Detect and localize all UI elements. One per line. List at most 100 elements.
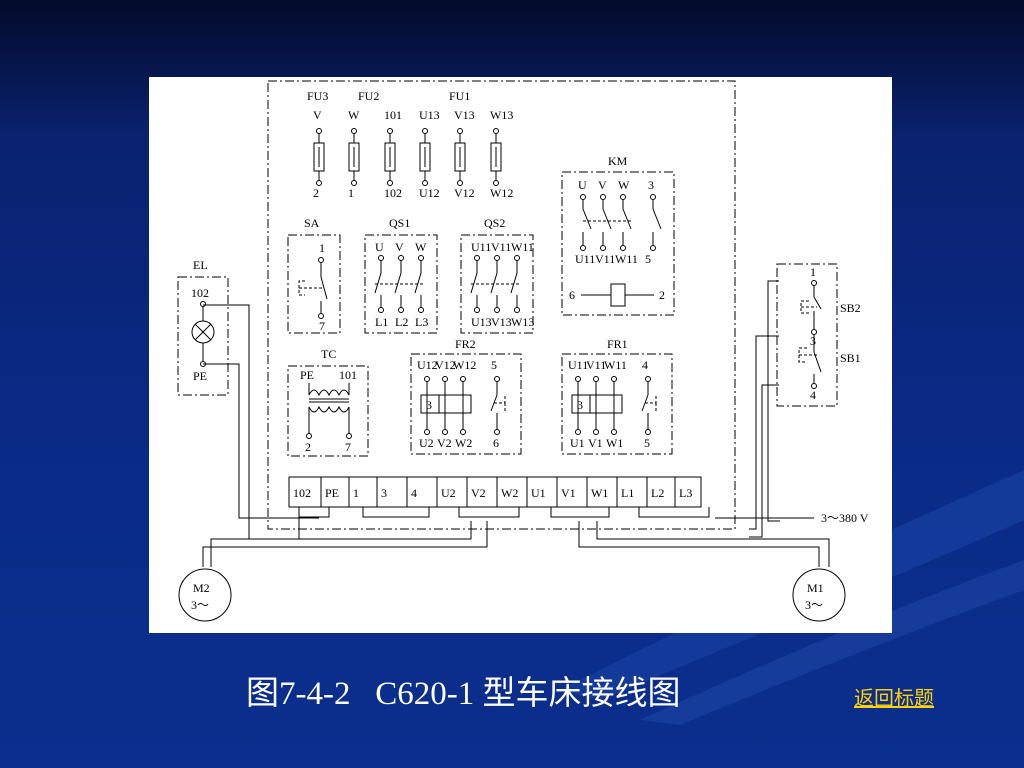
fr1-top-label: V11 [586, 358, 606, 372]
qs2-top-label: V11 [491, 240, 511, 254]
fr1-top-label: W11 [604, 358, 627, 372]
terminal-label: 3 [381, 486, 387, 500]
terminal-label: V2 [471, 486, 486, 500]
fuse-bottom-label: 2 [313, 186, 319, 200]
km-top-label: W [618, 178, 630, 192]
fr2-top-label: U12 [417, 358, 438, 372]
motor-m1: M1 3～ [792, 568, 846, 622]
fuse-top-label: V13 [454, 108, 475, 122]
km-top-label: U [578, 178, 587, 192]
fuse-header-fu2: FU2 [358, 89, 379, 103]
qs2-top-label: W11 [511, 240, 534, 254]
el-top-label: 102 [191, 286, 209, 300]
km-coil-right-label: 2 [659, 288, 665, 302]
el-bottom-label: PE [193, 369, 207, 383]
fr1-element-label: 3 [577, 398, 583, 412]
qs1-bottom-label: L2 [395, 315, 408, 329]
fr1-label: FR1 [607, 337, 628, 351]
motor-m2-phase: 3～ [191, 598, 209, 612]
fr2-element-label: 3 [426, 398, 432, 412]
fuse-header-fu3: FU3 [307, 89, 328, 103]
fr2-label: FR2 [455, 337, 476, 351]
sa-bottom-label: 7 [319, 319, 325, 333]
el-label: EL [193, 258, 208, 272]
fr1-thermal-element [571, 394, 623, 414]
km-bottom-label: U11 [575, 252, 595, 266]
fr2-bottom-label: U2 [419, 436, 434, 450]
qs1-label: QS1 [389, 216, 410, 230]
fr2-top-label: W12 [453, 358, 476, 372]
fuse-bottom-label: 1 [348, 186, 354, 200]
terminal-label: L2 [651, 486, 664, 500]
fuse-bottom-label: U12 [419, 186, 440, 200]
terminal-label: PE [325, 486, 339, 500]
fr2-bottom-label: W2 [455, 436, 472, 450]
motor-m2-icon [178, 568, 232, 622]
km-bottom-label: V11 [595, 252, 615, 266]
fuse-bottom-label: V12 [454, 186, 475, 200]
tc-top-right-label: 101 [339, 368, 357, 382]
sa-top-label: 1 [319, 241, 325, 255]
terminal-label: W1 [591, 486, 608, 500]
km-contactor: KM U U11 V V11 W W11 3 5 6 2 [561, 154, 675, 316]
km-label: KM [608, 154, 628, 168]
km-coil-left-label: 6 [569, 288, 575, 302]
sb2-label: SB2 [840, 301, 861, 315]
fuse-top-label: U13 [419, 108, 440, 122]
terminal-label: L3 [679, 486, 692, 500]
km-bottom-label: W11 [615, 252, 638, 266]
tc-transformer: TC PE 101 2 7 [287, 347, 369, 457]
motor-m2-name: M2 [193, 581, 210, 595]
terminal-label: W2 [501, 486, 518, 500]
sb1-label: SB1 [840, 351, 861, 365]
tc-label: TC [321, 347, 336, 361]
external-wiring: 3～380 V [202, 280, 869, 567]
qs2-bottom-label: U13 [471, 315, 492, 329]
sa-label: SA [304, 216, 320, 230]
back-to-title-link[interactable]: 返回标题 [854, 686, 934, 710]
terminal-label: V1 [561, 486, 576, 500]
tc-top-left-label: PE [300, 368, 314, 382]
fr1-bottom-label: W1 [606, 436, 623, 450]
fuse-top-label: V [313, 108, 322, 122]
terminal-label: U1 [531, 486, 546, 500]
tc-bottom-right-label: 7 [345, 440, 351, 454]
fuse-top-label: 101 [384, 108, 402, 122]
km-top-label: 3 [648, 178, 654, 192]
qs1-top-label: V [395, 240, 404, 254]
qs2-bottom-label: W13 [511, 315, 534, 329]
fr1-bottom-label: 5 [644, 436, 650, 450]
fuse-top-label: W [348, 108, 360, 122]
terminal-label: U2 [441, 486, 456, 500]
qs1-bottom-label: L1 [375, 315, 388, 329]
km-bottom-label: 5 [645, 252, 651, 266]
fr1-bottom-label: V1 [588, 436, 603, 450]
fr1-bottom-label: U1 [570, 436, 585, 450]
qs1-top-label: U [375, 240, 384, 254]
sb-mid-label: 3 [810, 334, 816, 348]
terminal-label: 1 [353, 486, 359, 500]
km-top-label: V [598, 178, 607, 192]
fuse-top-label: W13 [490, 108, 513, 122]
fr2-thermal-element [420, 394, 472, 414]
fr1-top-label: U11 [568, 358, 588, 372]
tc-bottom-left-label: 2 [305, 440, 311, 454]
qs1-bottom-label: L3 [415, 315, 428, 329]
el-lamp: EL 102 PE [177, 258, 229, 396]
fuse-header-fu1: FU1 [449, 89, 470, 103]
qs2-top-label: U11 [471, 240, 491, 254]
km-coil [610, 283, 626, 307]
terminal-label: L1 [621, 486, 634, 500]
fr2-bottom-label: 6 [493, 436, 499, 450]
supply-label: 3～380 V [821, 511, 869, 525]
motor-m1-phase: 3～ [805, 598, 823, 612]
motor-m1-icon [792, 568, 846, 622]
fuse-bottom-label: 102 [384, 186, 402, 200]
